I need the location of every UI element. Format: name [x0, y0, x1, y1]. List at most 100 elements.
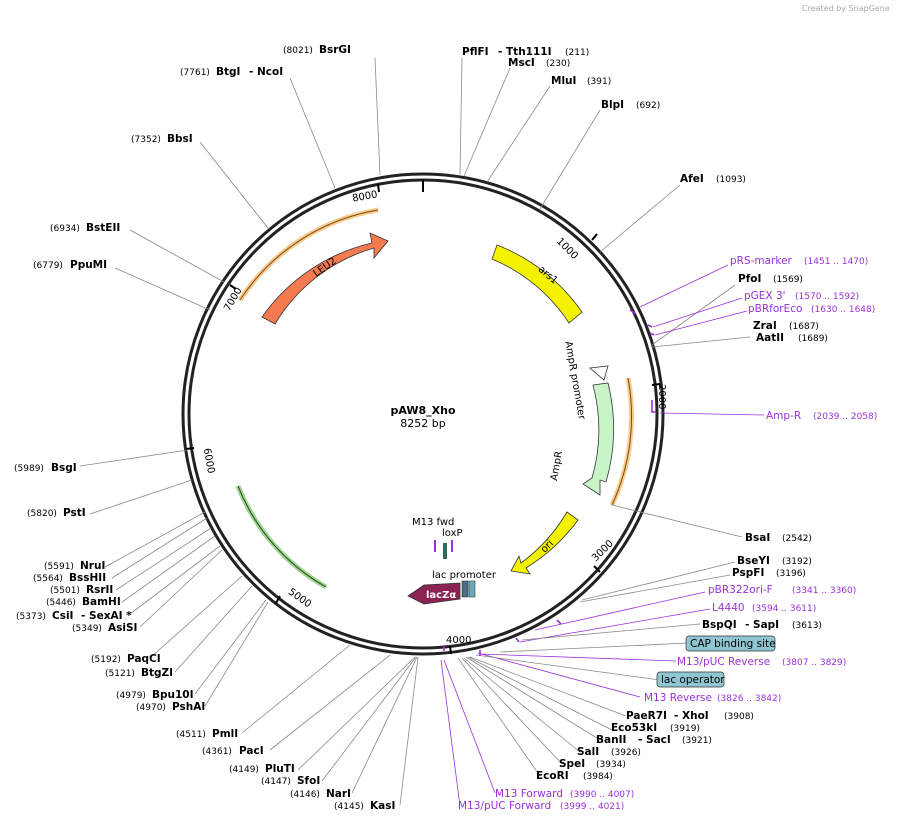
- site-mlui[interactable]: MluI: [551, 75, 576, 87]
- m13-fwd-mark: [434, 540, 436, 552]
- site-bamhi[interactable]: BamHI: [82, 596, 121, 608]
- ori-feature[interactable]: [510, 511, 579, 575]
- site-psti[interactable]: PstI: [63, 507, 86, 519]
- tick-3000-mark: [593, 565, 601, 573]
- site-bspqi[interactable]: BspQI: [702, 619, 737, 631]
- site-bsrgi[interactable]: BsrGI: [319, 44, 351, 56]
- site-ppumi[interactable]: PpuMI: [70, 259, 107, 271]
- primer-prs-marker[interactable]: pRS-marker: [730, 255, 793, 267]
- site-sfoi[interactable]: SfoI: [297, 775, 320, 787]
- lacz-feature[interactable]: [407, 582, 461, 605]
- site-xhoi[interactable]: - XhoI: [674, 710, 709, 722]
- lac-operator-box[interactable]: [656, 671, 725, 688]
- site-zrai-pos: (1687): [789, 322, 819, 332]
- site-sali[interactable]: SalI: [577, 746, 599, 758]
- tick-2000: 2000: [656, 384, 667, 409]
- site-ncoi[interactable]: - NcoI: [249, 66, 283, 78]
- site-pfoi-pos: (1569): [773, 275, 803, 285]
- ars1-feature[interactable]: [491, 244, 583, 324]
- primer-pbrforeco[interactable]: pBRforEco: [748, 303, 802, 315]
- site-pspfi[interactable]: PspFI: [732, 567, 764, 579]
- site-bspqi-pos: (3613): [792, 621, 822, 631]
- tick-4000: 4000: [446, 635, 471, 646]
- tick-6000-mark: [185, 447, 195, 450]
- site-sali-pos: (3926): [611, 748, 641, 758]
- loxp-feature[interactable]: [443, 543, 447, 559]
- site-zrai[interactable]: ZraI: [753, 320, 777, 332]
- primer-m13puc-forward[interactable]: M13/pUC Forward: [458, 800, 551, 812]
- site-bsteii[interactable]: BstEII: [86, 222, 120, 234]
- lower-primer-leaders: [440, 659, 496, 807]
- site-csii[interactable]: CsiI: [52, 610, 73, 622]
- green-band-line: [237, 485, 327, 588]
- primer-m13puc-reverse[interactable]: M13/pUC Reverse: [677, 656, 770, 668]
- site-pluti[interactable]: PluTI: [265, 763, 295, 775]
- site-btgi[interactable]: BtgI: [216, 66, 240, 78]
- site-sexai[interactable]: - SexAI *: [81, 610, 132, 622]
- primer-pgex3[interactable]: pGEX 3': [744, 290, 786, 302]
- lac-operator-label: lac operator: [661, 674, 725, 686]
- cap-binding-label: CAP binding site: [690, 638, 776, 650]
- site-tth111i[interactable]: - Tth111I: [498, 46, 552, 58]
- site-paqci[interactable]: PaqCI: [127, 653, 161, 665]
- site-mlui-pos: (391): [587, 77, 611, 87]
- site-bpu10i[interactable]: Bpu10I: [152, 689, 194, 701]
- left-site-labels: (8021) BsrGI (7761) BtgI - NcoI (7352) B…: [14, 44, 395, 812]
- leu2-band-line: [239, 209, 379, 301]
- loxp-label: loxP: [442, 528, 463, 539]
- tick-7000-mark: [229, 284, 237, 290]
- site-kasi[interactable]: KasI: [370, 800, 395, 812]
- site-ecori[interactable]: EcoRI: [536, 770, 569, 782]
- site-bsshii[interactable]: BssHII: [69, 572, 106, 584]
- cap-binding-box[interactable]: [685, 635, 776, 652]
- primer-m13puc-forward-pos: (3999 .. 4021): [560, 802, 624, 812]
- site-bsgi[interactable]: BsgI: [51, 462, 77, 474]
- site-afei-pos: (1093): [716, 175, 746, 185]
- site-bseyi[interactable]: BseYI: [737, 555, 770, 567]
- site-afei[interactable]: AfeI: [680, 173, 704, 185]
- primer-pbr322ori-f[interactable]: pBR322ori-F: [708, 584, 773, 596]
- site-sapi[interactable]: - SapI: [745, 619, 779, 631]
- site-pflfi[interactable]: PflFI: [462, 46, 489, 58]
- site-rsrii[interactable]: RsrII: [86, 584, 113, 596]
- site-csii-pos: (5373): [16, 612, 46, 622]
- ampr-label: AmpR: [549, 450, 565, 481]
- ampr-promoter-feature[interactable]: [589, 365, 609, 381]
- site-eco53ki[interactable]: Eco53kI: [611, 722, 657, 734]
- primer-m13-forward[interactable]: M13 Forward: [495, 788, 563, 800]
- cap-site-feature[interactable]: [468, 580, 476, 598]
- lac-promoter-feature[interactable]: [461, 580, 469, 598]
- primer-amp-r[interactable]: Amp-R: [766, 410, 801, 422]
- site-psti-pos: (5820): [27, 509, 57, 519]
- ampr-band: [609, 377, 635, 507]
- site-asisi[interactable]: AsiSI: [108, 622, 137, 634]
- primer-m13-reverse[interactable]: M13 Reverse: [644, 692, 712, 704]
- site-saci[interactable]: - SacI: [638, 734, 671, 746]
- site-nrui[interactable]: NruI: [80, 560, 105, 572]
- site-banii[interactable]: BanII: [596, 734, 626, 746]
- ampr-feature[interactable]: [582, 382, 614, 496]
- site-pfoi[interactable]: PfoI: [738, 273, 761, 285]
- site-bbsi[interactable]: BbsI: [167, 133, 193, 145]
- site-nari[interactable]: NarI: [326, 788, 351, 800]
- site-msci[interactable]: MscI: [508, 57, 535, 69]
- site-spei[interactable]: SpeI: [559, 758, 585, 770]
- site-eco53ki-pos: (3919): [670, 724, 700, 734]
- site-paci[interactable]: PacI: [239, 745, 264, 757]
- site-aatii[interactable]: AatII: [756, 332, 784, 344]
- site-pshai[interactable]: PshAI: [172, 701, 205, 713]
- site-pluti-pos: (4149): [229, 765, 259, 775]
- site-bsai[interactable]: BsaI: [745, 532, 770, 544]
- site-pmli[interactable]: PmlI: [212, 728, 238, 740]
- site-paer7i[interactable]: PaeR7I: [626, 710, 667, 722]
- site-nari-pos: (4146): [290, 790, 320, 800]
- leu2-feature[interactable]: [261, 232, 389, 325]
- site-ecori-pos: (3984): [583, 772, 613, 782]
- site-paqci-pos: (5192): [91, 655, 121, 665]
- site-btgzi[interactable]: BtgZI: [141, 667, 173, 679]
- primer-pbr322ori-f-pos: (3341 .. 3360): [792, 586, 856, 596]
- right-leaders-lower: [457, 504, 743, 777]
- site-blpi[interactable]: BlpI: [601, 99, 624, 111]
- site-bsteii-pos: (6934): [50, 224, 80, 234]
- primer-l4440[interactable]: L4440: [712, 602, 745, 614]
